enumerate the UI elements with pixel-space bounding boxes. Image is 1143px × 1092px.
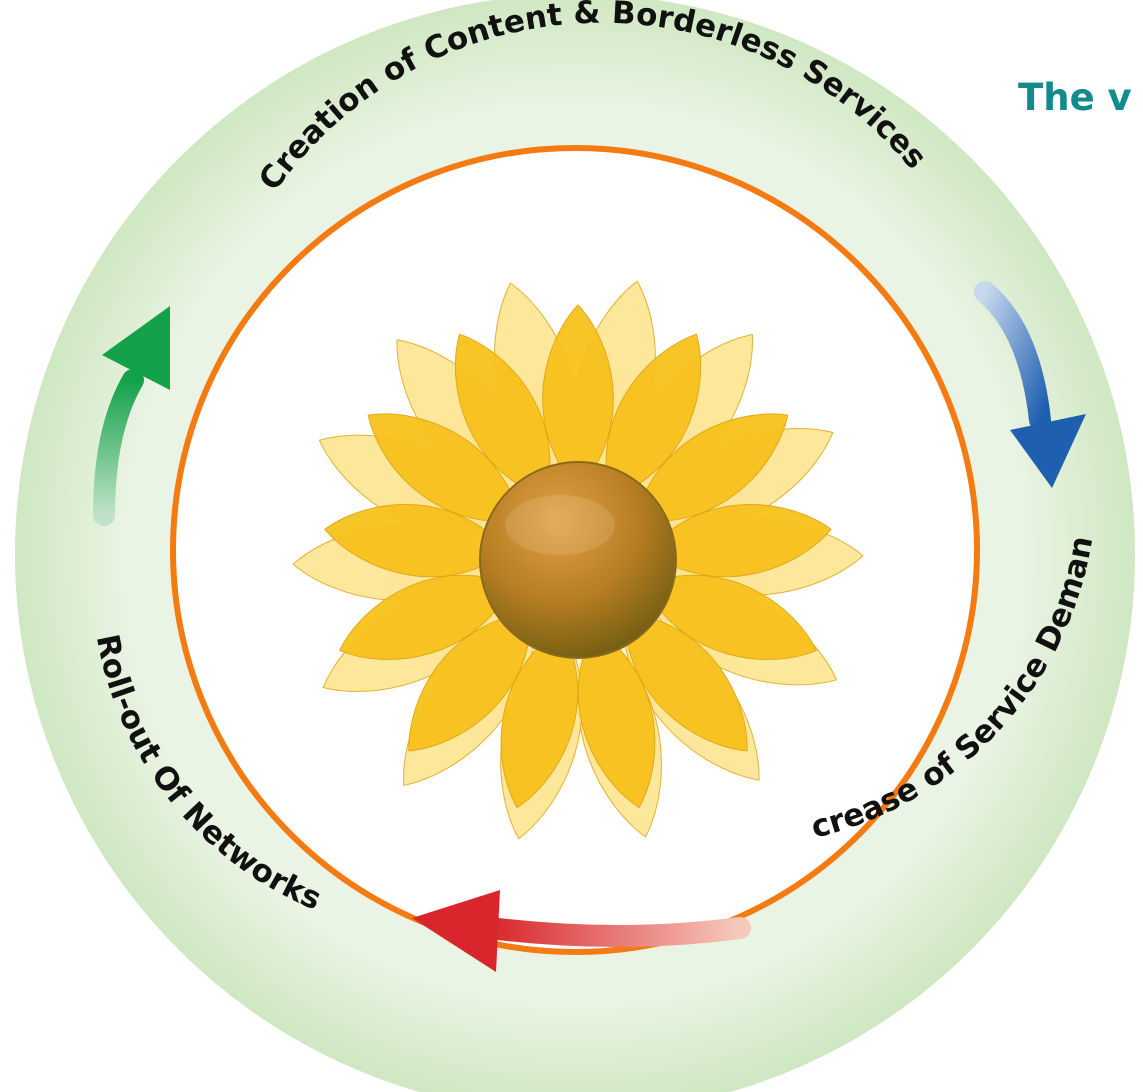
sunflower-petal <box>623 611 748 752</box>
sunflower-petal <box>577 627 656 809</box>
sunflower-petal <box>500 627 579 809</box>
green-arrow <box>93 306 170 526</box>
page-title: The v <box>1018 76 1132 119</box>
sunflower-petal <box>646 504 832 578</box>
sunflower-petal <box>542 304 614 491</box>
blue-arrow <box>974 281 1086 488</box>
sunflower-petal <box>338 574 514 660</box>
sunflower-petal <box>642 574 818 660</box>
sunflower-petal <box>454 333 551 499</box>
sunflower-petal <box>605 333 702 499</box>
sunflower-petal <box>324 504 510 578</box>
sunflower-center <box>479 461 677 659</box>
sunflower-petal <box>634 413 789 522</box>
sunflower-icon <box>292 280 864 840</box>
sunflower-petal <box>408 611 533 752</box>
sunflower-petal <box>367 413 522 522</box>
red-arrow <box>412 890 751 972</box>
